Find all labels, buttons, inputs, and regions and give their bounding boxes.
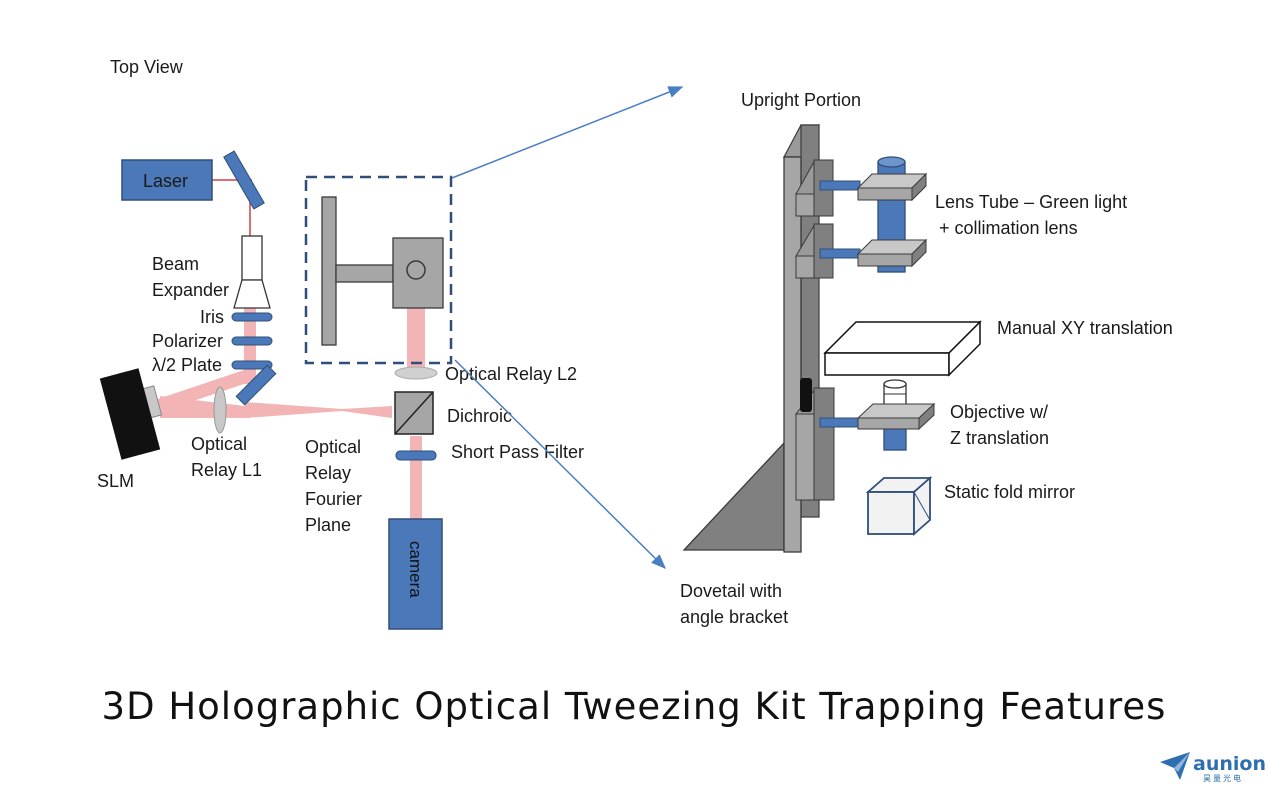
fourier-label-1: Optical: [305, 437, 361, 457]
upright-portion-outline: [304, 175, 453, 365]
upright-top-view: [321, 196, 444, 346]
diagram-title: 3D Holographic Optical Tweezing Kit Trap…: [102, 685, 1167, 728]
camera-box: [388, 518, 443, 630]
arrow-to-upright: [451, 86, 684, 179]
dovetail-label-1: Dovetail with: [680, 581, 782, 601]
half-wave-plate-label: λ/2 Plate: [152, 355, 222, 375]
fold-mirror-1: [223, 150, 265, 210]
logo-subtext: 昊量光电: [1203, 773, 1243, 783]
polarizer: [231, 336, 273, 346]
iris: [231, 312, 273, 322]
dichroic-label: Dichroic: [447, 406, 512, 426]
beam-expander-label-1: Beam: [152, 254, 199, 274]
dovetail-clamp: [800, 378, 812, 412]
dichroic-cube: [394, 391, 434, 435]
optical-relay-l2-lens: [394, 366, 438, 380]
beam-expander-label-2: Expander: [152, 280, 229, 300]
fourier-label-2: Relay: [305, 463, 351, 483]
rod-3: [819, 417, 863, 428]
laser-label: Laser: [143, 171, 188, 191]
static-fold-mirror-label: Static fold mirror: [944, 482, 1075, 502]
camera-label: camera: [406, 541, 425, 598]
manual-xy-label: Manual XY translation: [997, 318, 1173, 338]
polarizer-label: Polarizer: [152, 331, 223, 351]
lens-tube-label-1: Lens Tube – Green light: [935, 192, 1127, 212]
optical-relay-l2-label: Optical Relay L2: [445, 364, 577, 384]
logo-text: aunion: [1193, 753, 1266, 775]
rod-2: [819, 248, 861, 259]
objective-plate: [856, 402, 936, 431]
optical-relay-l1-label-1: Optical: [191, 434, 247, 454]
optical-relay-l1-lens: [213, 386, 227, 434]
short-pass-filter-label: Short Pass Filter: [451, 442, 584, 462]
lens-tube-plate-1: [856, 172, 928, 202]
aunion-logo: aunion 昊量光电: [1160, 752, 1266, 783]
upright-portion-label: Upright Portion: [741, 90, 861, 110]
angle-bracket: [682, 441, 785, 551]
short-pass-filter: [395, 450, 437, 461]
fourier-label-3: Fourier: [305, 489, 362, 509]
objective-label-2: Z translation: [950, 428, 1049, 448]
xy-translation-stage: [823, 320, 982, 377]
objective-label-1: Objective w/: [950, 402, 1048, 422]
lens-tube-plate-2: [856, 238, 928, 268]
arrow-to-dovetail: [454, 359, 667, 570]
paper-plane-icon: [1160, 752, 1190, 780]
iris-label: Iris: [200, 307, 224, 327]
static-fold-mirror: [865, 476, 933, 536]
half-wave-plate: [231, 360, 273, 370]
rod-1: [819, 180, 861, 191]
dovetail-label-2: angle bracket: [680, 607, 788, 627]
fold-mirror-2: [235, 364, 277, 406]
top-view-label: Top View: [110, 57, 184, 77]
beam-expander: [233, 235, 271, 309]
lens-tube-label-2: + collimation lens: [939, 218, 1078, 238]
objective-mount: [883, 425, 907, 451]
optical-relay-l1-label-2: Relay L1: [191, 460, 262, 480]
slm-device: [99, 368, 163, 460]
slm-label: SLM: [97, 471, 134, 491]
laser-box: [121, 159, 213, 201]
fourier-label-4: Plane: [305, 515, 351, 535]
